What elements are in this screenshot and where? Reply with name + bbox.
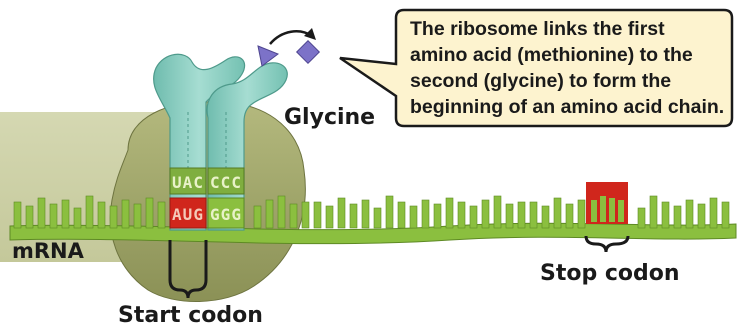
mrna-base <box>266 200 273 228</box>
mrna-base <box>98 202 105 228</box>
mrna-base <box>422 200 429 228</box>
mrna-base <box>482 200 489 228</box>
glycine-label: Glycine <box>284 105 375 130</box>
callout-line-3: second (glycine) to form the <box>410 70 671 92</box>
mrna-base <box>722 202 729 228</box>
mrna-second-codon: GGG <box>210 205 242 224</box>
callout-line-4: beginning of an amino acid chain. <box>410 96 724 118</box>
mrna-base <box>662 202 669 228</box>
mrna-base <box>530 202 537 228</box>
glycine-amino-acid <box>297 41 320 64</box>
mrna-base <box>134 204 141 228</box>
mrna-label: mRNA <box>12 239 85 263</box>
mrna-base <box>338 198 345 228</box>
mrna-base <box>278 196 285 228</box>
mrna-base <box>398 202 405 228</box>
stop-codon-label: Stop codon <box>540 261 680 286</box>
mrna-base <box>158 202 165 228</box>
callout-line-1: The ribosome links the first <box>410 18 665 40</box>
mrna-base <box>554 198 561 228</box>
mrna-base <box>50 204 57 228</box>
mrna-base <box>494 196 501 228</box>
mrna-base <box>410 206 417 228</box>
mrna-base <box>506 204 513 228</box>
mrna-base <box>38 198 45 228</box>
mrna-base <box>446 198 453 228</box>
mrna-base <box>518 202 525 228</box>
trna1-anticodon: UAC <box>172 173 204 192</box>
mrna-base <box>374 208 381 228</box>
mrna-base <box>674 206 681 228</box>
mrna-base <box>710 198 717 228</box>
mrna-base <box>314 202 321 228</box>
mrna-base <box>698 204 705 228</box>
mrna-base <box>110 206 117 228</box>
mrna-base <box>350 204 357 228</box>
mrna-start-codon: AUG <box>172 205 204 224</box>
mrna-base <box>290 204 297 228</box>
mrna-base <box>434 204 441 228</box>
start-codon-label: Start codon <box>118 303 263 328</box>
mrna-base <box>74 208 81 228</box>
mrna-base <box>542 206 549 228</box>
mrna-base <box>686 200 693 228</box>
mrna-base <box>578 200 585 228</box>
mrna-base <box>14 202 21 228</box>
mrna-base <box>362 200 369 228</box>
mrna-base <box>302 202 309 228</box>
mrna-base <box>650 196 657 228</box>
mrna-base <box>458 202 465 228</box>
mrna-base <box>254 206 261 228</box>
mrna-base <box>638 208 645 228</box>
mrna-base <box>566 204 573 228</box>
mrna-base <box>122 200 129 228</box>
peptide-link-arrow <box>270 31 312 44</box>
mrna-base <box>146 198 153 228</box>
mrna-base <box>26 206 33 228</box>
mrna-base <box>470 206 477 228</box>
mrna-base <box>386 196 393 228</box>
mrna-base <box>62 200 69 228</box>
trna2-anticodon: CCC <box>210 173 242 192</box>
callout-line-2: amino acid (methionine) to the <box>410 44 693 66</box>
mrna-base <box>326 206 333 228</box>
mrna-base <box>86 196 93 228</box>
